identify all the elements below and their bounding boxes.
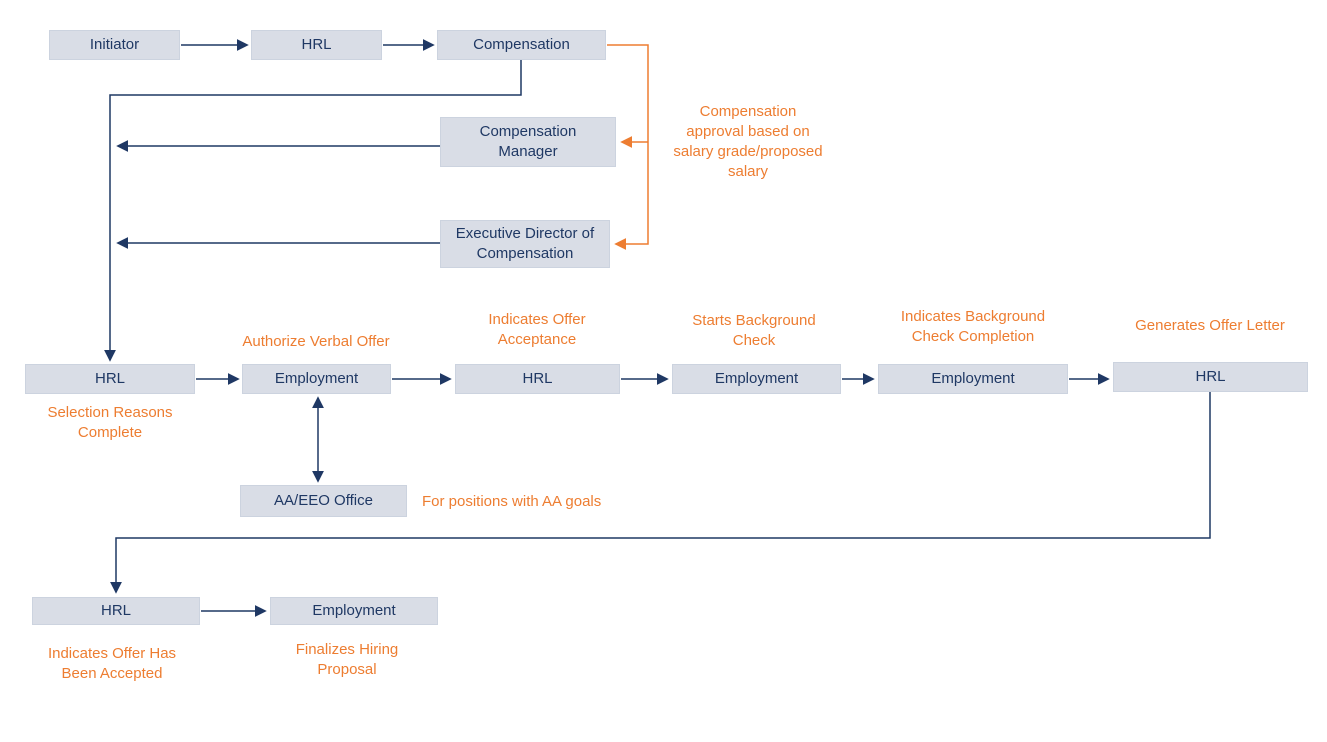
flow-box-compensation: Compensation (437, 30, 606, 60)
flow-box-initiator: Initiator (49, 30, 180, 60)
flow-box-employment-bg-complete: Employment (878, 364, 1068, 394)
flow-box-hrl-selection: HRL (25, 364, 195, 394)
annotation-compensation-approval: Compensation approval based on salary gr… (673, 103, 823, 180)
annotation-indicates-offer-acceptance: Indicates Offer Acceptance (488, 311, 586, 348)
annotation-for-positions-aa-goals: For positions with AA goals (422, 493, 602, 510)
flow-box-employment-bg-start: Employment (672, 364, 841, 394)
flow-box-hrl-top: HRL (251, 30, 382, 60)
annotation-indicates-background-check-completion: Indicates Background Check Completion (900, 308, 1046, 345)
annotation-indicates-offer-accepted: Indicates Offer Has Been Accepted (47, 645, 177, 682)
flow-box-compensation-manager: Compensation Manager (440, 117, 616, 167)
annotation-generates-offer-letter: Generates Offer Letter (1135, 317, 1285, 334)
annotation-finalizes-hiring-proposal: Finalizes Hiring Proposal (295, 641, 399, 678)
flow-box-executive-director: Executive Director of Compensation (440, 220, 610, 268)
annotation-authorize-verbal-offer: Authorize Verbal Offer (242, 333, 390, 350)
flow-box-employment-finalize: Employment (270, 597, 438, 625)
flow-box-hrl-acceptance: HRL (455, 364, 620, 394)
flow-box-employment-verbal: Employment (242, 364, 391, 394)
annotation-starts-background-check: Starts Background Check (692, 312, 816, 349)
flow-box-hrl-offer-letter: HRL (1113, 362, 1308, 392)
flow-box-aa-eeo-office: AA/EEO Office (240, 485, 407, 517)
annotation-selection-reasons-complete: Selection Reasons Complete (47, 404, 173, 441)
flow-box-hrl-accepted: HRL (32, 597, 200, 625)
